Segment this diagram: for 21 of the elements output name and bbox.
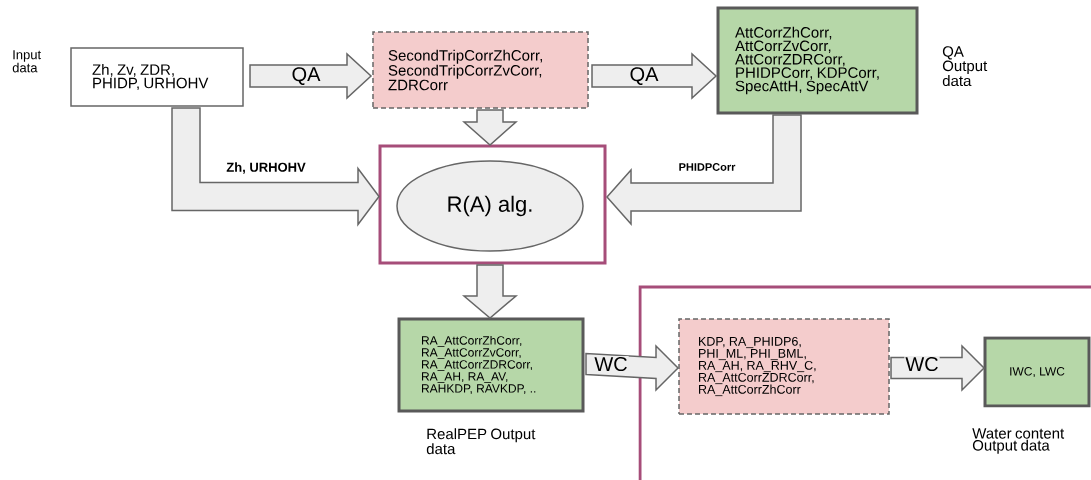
data-box: KDP, RA_PHIDP6, PHI_ML, PHI_BML, RA_AH, RA_RHV_C, RA_AttCorrZDRCorr, RA_AttCorrZhCorr [678, 318, 890, 415]
edge-label: QA [628, 66, 660, 86]
caption-text: RealPEP Output data [426, 428, 536, 455]
data-box: SecondTripCorrZhCorr,SecondTripCorrZvCorr, ZDRCorr [372, 31, 589, 109]
block-arrow [606, 114, 802, 226]
group-frame [638, 285, 1091, 480]
output-box: IWC, LWC [983, 336, 1091, 408]
edge-label: QA [290, 66, 322, 86]
block-arrow [461, 264, 519, 319]
block-arrow [462, 109, 518, 146]
edge-label: PHIDPCorr [677, 162, 737, 172]
output-box: AttCorrZhCorr, AttCorrZvCorr, AttCorrZDRCorr, PHIDPCorr, KDPCorr, SpecAttH, SpecAttV [716, 6, 919, 115]
caption-text: QA Output data [942, 46, 988, 87]
edge-label: Zh, URHOHV [225, 161, 307, 175]
group-frame [378, 144, 607, 265]
caption-text: Water content Output data [972, 428, 1065, 454]
caption-text: Input data [12, 50, 41, 73]
output-box: RA_AttCorrZhCorr, RA_AttCorrZvCorr, RA_AttCorrZDRCorr, RA_AH, RA_AV, RAHKDP, RAVKDP, .. [397, 317, 585, 413]
edge-label: WC [904, 355, 940, 373]
block-arrow [171, 107, 380, 227]
data-box: Zh, Zv, ZDR, PHIDP, URHOHV [70, 47, 244, 107]
